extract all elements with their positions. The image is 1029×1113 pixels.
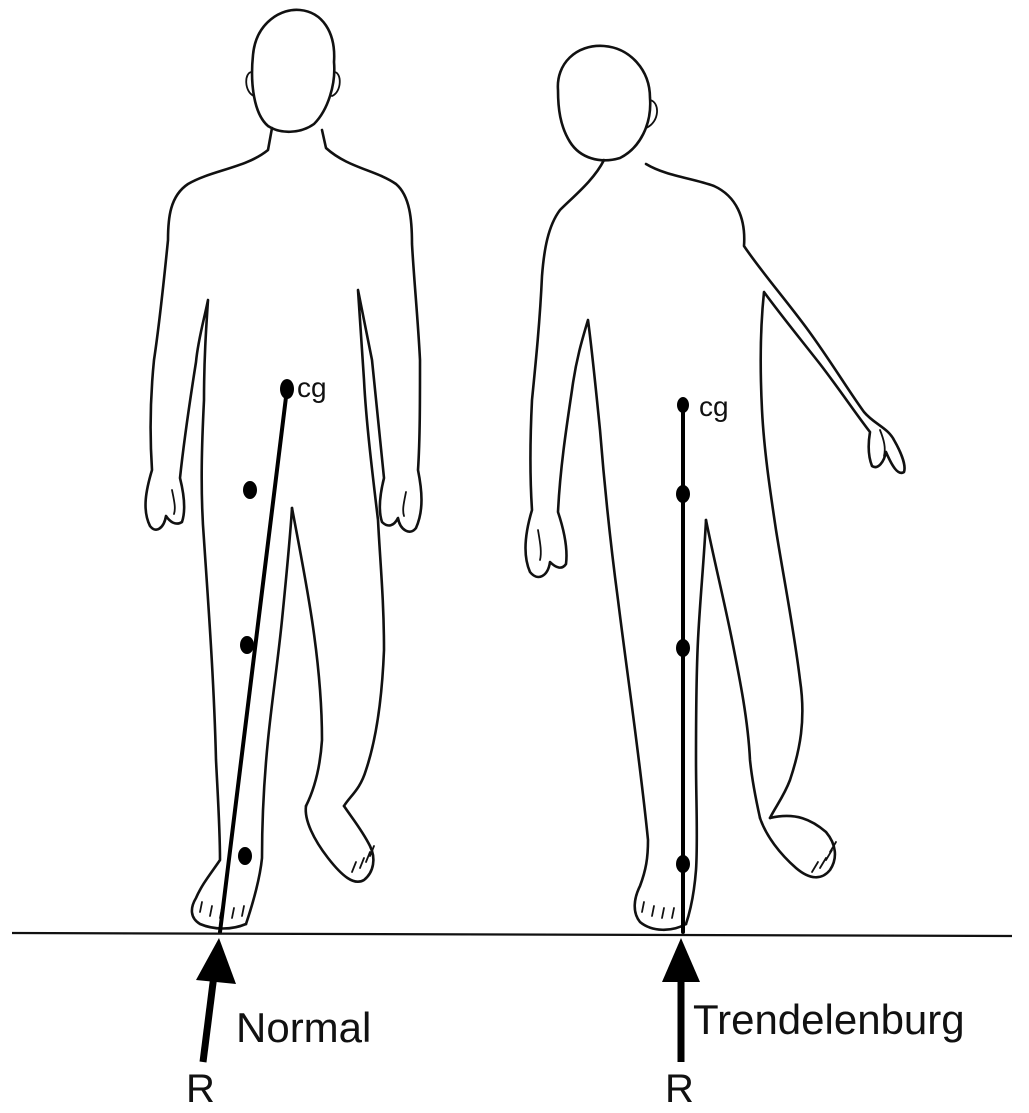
trendelenburg-force-label: R (665, 1067, 694, 1111)
trendelenburg-arm-crease-right (880, 430, 885, 456)
normal-inner-leg-left (246, 508, 292, 924)
normal-force-label: R (186, 1067, 215, 1111)
normal-hip-joint (243, 481, 257, 499)
trendelenburg-ankle-joint (676, 855, 690, 873)
normal-body-left (146, 128, 272, 929)
trendelenburg-cg-point (677, 397, 689, 413)
trendelenburg-caption: Trendelenburg (693, 996, 965, 1043)
trendelenburg-head (558, 46, 650, 160)
trendelenburg-arm-crease-left (538, 530, 541, 560)
normal-arm-crease-right (403, 492, 406, 516)
normal-caption: Normal (236, 1004, 371, 1051)
normal-inner-leg-right (292, 508, 322, 806)
ground-line (12, 933, 1012, 936)
trendelenburg-cg-label: cg (699, 391, 729, 422)
trendelenburg-stance-toes (642, 902, 684, 918)
normal-cg-label: cg (297, 372, 327, 403)
trendelenburg-swing-foot (760, 816, 835, 877)
normal-head (252, 10, 334, 132)
trendelenburg-hip-joint (676, 485, 690, 503)
trendelenburg-knee-joint (676, 639, 690, 657)
trendelenburg-body-left (526, 160, 686, 930)
normal-body-right (322, 130, 422, 806)
normal-reaction-arrow (196, 938, 236, 1062)
normal-cg-point (280, 379, 294, 399)
trendelenburg-figure: cg (526, 46, 905, 932)
trendelenburg-inner-leg-right (706, 520, 760, 818)
normal-knee-joint (240, 636, 254, 654)
normal-figure: cg (146, 10, 422, 932)
normal-arrow-head (196, 938, 236, 984)
normal-arrow-shaft (203, 975, 214, 1062)
normal-arm-crease-left (172, 490, 175, 514)
trendelenburg-arrow-head (662, 938, 700, 982)
normal-swing-foot (306, 806, 374, 882)
normal-ankle-joint (238, 847, 252, 865)
